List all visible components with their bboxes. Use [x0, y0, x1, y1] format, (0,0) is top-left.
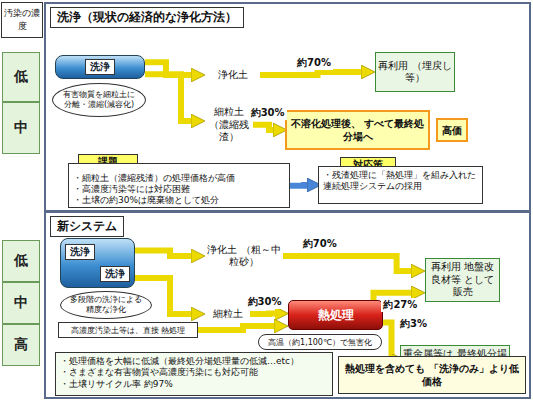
section-panel: 洗浄（現状の経済的な浄化方法） 洗浄有害物質を細粒土に 分離・濃縮(減容化) 浄化土… [44, 2, 531, 212]
percent-label: 約70% [301, 237, 339, 251]
disposal-box: 不溶化処理後、 すべて最終処分場へ [285, 110, 430, 150]
node-text: 新システム [50, 216, 124, 237]
measure-box: ・残渣処理に「熱処理」を組み入れた 連続処理システムの採用 [318, 166, 483, 204]
benefit-list: ・処理価格を大幅に低減（最終処分場処理量の低減…etc）・さまざまな有害物質や高… [55, 352, 333, 396]
flow-arrow [145, 74, 195, 121]
node-text: 低 [14, 68, 28, 86]
node-text: 高 [14, 336, 28, 354]
kiln-box: 熱処理 [288, 300, 383, 330]
note-oval: 多段階の洗浄による 精度な浄化 [60, 291, 152, 319]
node-text: ・残渣処理に「熱処理」を組み入れた 連続処理システムの採用 [323, 170, 476, 191]
node-text: 熱処理を含めても 「洗浄のみ」より低価格 [343, 362, 521, 389]
node-text: 高価 [442, 124, 462, 137]
node-text: 洗浄 [65, 244, 95, 260]
node-text: 高温（約1,100℃）で無害化 [268, 337, 372, 348]
flow-arrow [260, 72, 365, 75]
product-label: 浄化土 [205, 65, 260, 85]
note-box: 高濃度汚染土等は、直接 熱処理 [58, 322, 198, 338]
flow-arrow [135, 251, 195, 257]
node-text: 浄化土 [218, 69, 248, 82]
percent-label: 約27% [381, 298, 419, 312]
node-text: 多段階の洗浄による 精度な浄化 [69, 295, 143, 314]
note-oval: 有害物質を細粒土に 分離・濃縮(減容化) [52, 83, 146, 117]
node-text: ・土壌リサイクル率 約97% [60, 379, 328, 390]
node-text: 不溶化処理後、 すべて最終処分場へ [289, 117, 426, 143]
node-text: 中 [14, 119, 28, 137]
level-band: 低 [2, 52, 40, 102]
outcome-box: 再利用 地盤改良材等 として販売 [425, 258, 500, 302]
washer-drum: 洗浄 [55, 55, 145, 79]
percent-label: 約70% [295, 56, 333, 70]
node-text: 再利用 （埋戻し等） [378, 60, 452, 85]
node-text: ・細粒土（濃縮残渣）の処理価格が高価 [73, 173, 285, 184]
issue-list: ・細粒土（濃縮残渣）の処理価格が高価・高濃度汚染等には対応困難・土壌の約30%は… [68, 163, 290, 208]
flow-arrow [383, 323, 396, 361]
node-text: 汚染の濃度 [4, 7, 40, 33]
percent-label: 約30% [246, 295, 284, 309]
level-band: 低 [2, 240, 40, 282]
outcome-box: 再利用 （埋戻し等） [375, 52, 455, 92]
flow-arrow [250, 311, 279, 318]
flow-arrow [198, 326, 278, 330]
level-band: 中 [2, 102, 40, 154]
node-text: 洗浄（現状の経済的な浄化方法） [50, 7, 244, 28]
node-text: 高濃度汚染土等は、直接 熱処理 [71, 325, 186, 336]
node-text: ・高濃度汚染等には対応困難 [73, 184, 285, 195]
product-label: 細粒土 [205, 306, 250, 322]
node-text: 低 [14, 252, 28, 270]
note-pill: 高温（約1,100℃）で無害化 [258, 334, 382, 350]
axis-header: 汚染の濃度 [1, 2, 43, 38]
node-text: 細粒土 （濃縮残渣） [205, 106, 253, 144]
section-panel: 新システム洗浄洗浄多段階の洗浄による 精度な浄化浄化土 （粗～中粒砂）細粒土熱処… [44, 211, 531, 399]
node-text: 浄化土 （粗～中粒砂） [205, 244, 283, 269]
flow-arrow [283, 256, 415, 271]
node-text: ・処理価格を大幅に低減（最終処分場処理量の低減…etc） [60, 356, 328, 367]
product-label: 細粒土 （濃縮残渣） [205, 106, 253, 144]
level-band: 中 [2, 282, 40, 324]
node-text: 有害物質を細粒土に 分離・濃縮(減容化) [61, 90, 137, 109]
washer-drum: 洗浄洗浄 [60, 238, 135, 288]
node-text: 洗浄 [85, 59, 115, 75]
flow-arrow [290, 182, 311, 189]
node-text: ・土壌の約30%は廃棄物として処分 [73, 195, 285, 206]
node-text: ・さまざまな有害物質や高濃度汚染にも対応可能 [60, 367, 328, 378]
level-band: 高 [2, 324, 40, 366]
node-text: 中 [14, 294, 28, 312]
node-text: 熱処理 [318, 307, 354, 324]
flow-arrow [253, 125, 277, 130]
percent-label: 約30% [249, 106, 287, 120]
cost-tag: 高価 [436, 118, 468, 142]
node-text: 再利用 地盤改良材等 として販売 [428, 261, 497, 299]
percent-label: 約3% [398, 317, 429, 331]
node-text: 細粒土 [213, 308, 243, 321]
node-text: 洗浄 [100, 266, 130, 282]
product-label: 浄化土 （粗～中粒砂） [205, 240, 283, 272]
summary-box: 熱処理を含めても 「洗浄のみ」より低価格 [338, 356, 526, 394]
